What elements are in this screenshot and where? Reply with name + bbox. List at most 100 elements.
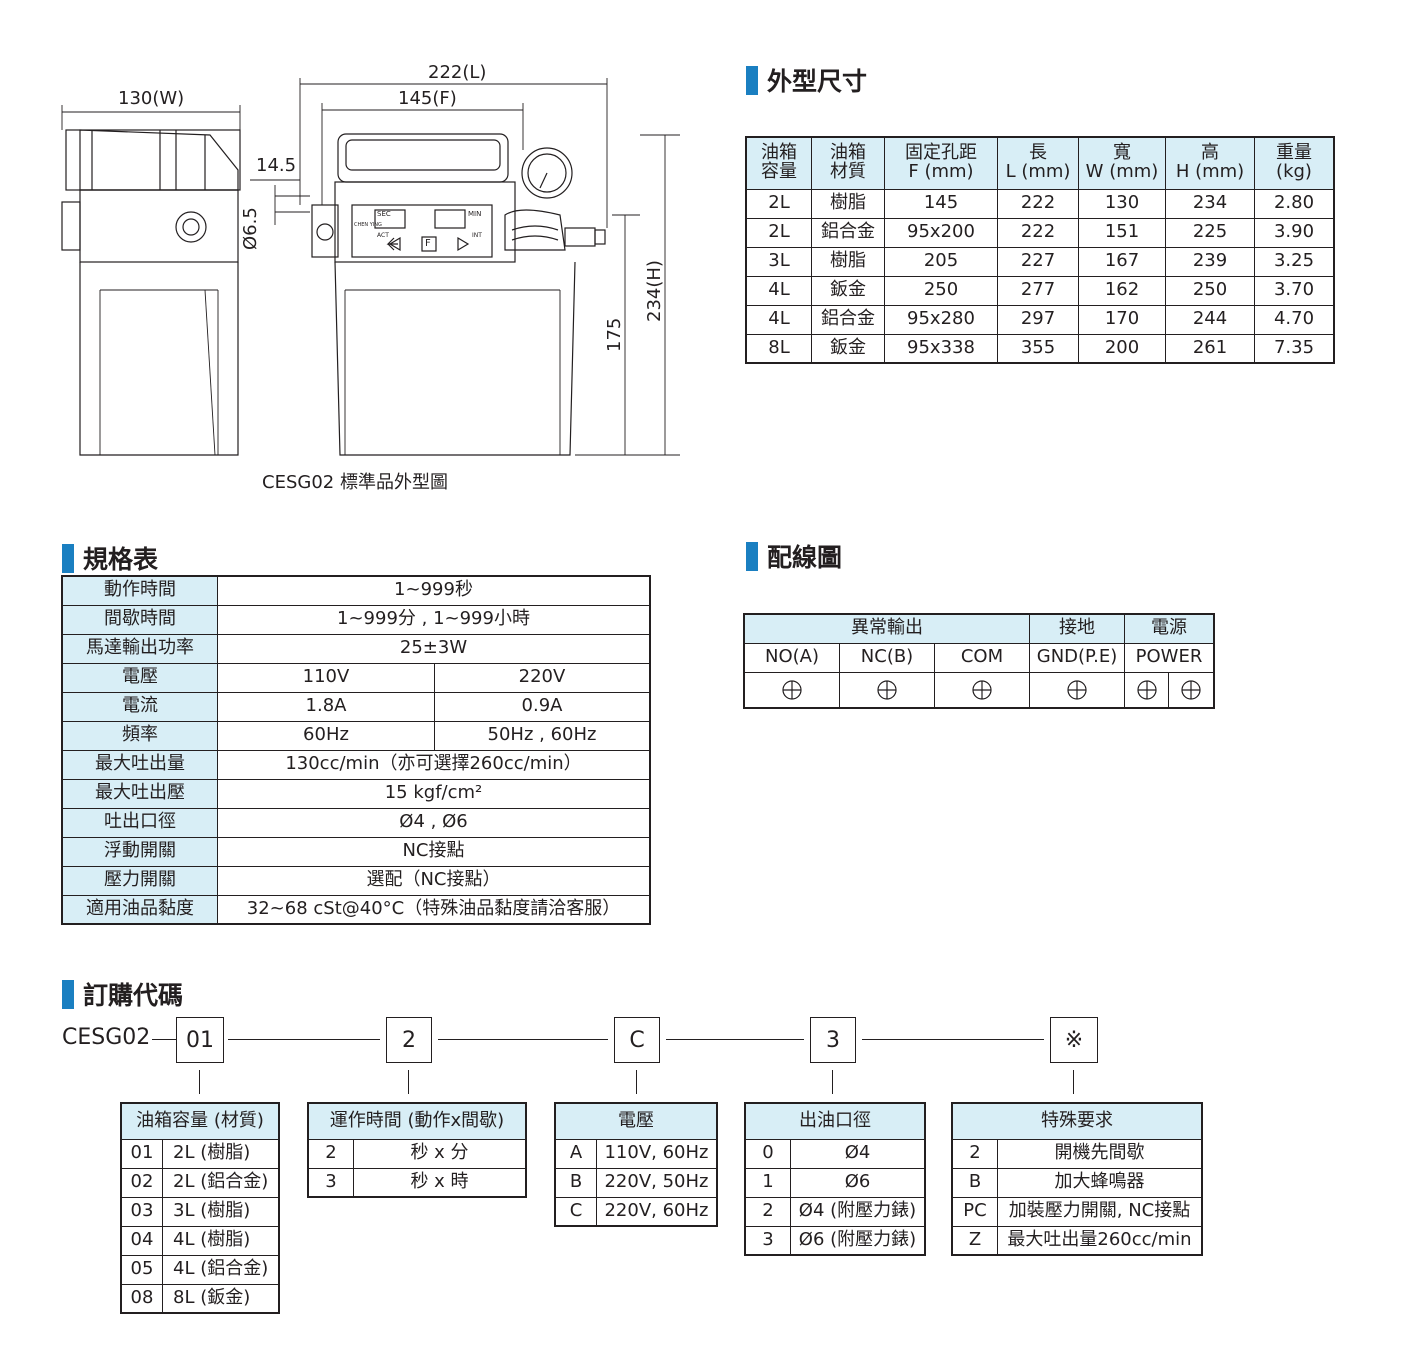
table-row: 運作時間 (動作x間歇) <box>307 1102 527 1140</box>
dim-hole-label: Ø6.5 <box>240 207 261 250</box>
dim-header: 重量(kg) <box>1254 136 1335 190</box>
order-prefix: CESG02 <box>62 1025 151 1050</box>
table-row: 油箱容量 (材質) <box>120 1102 280 1140</box>
heading-bar <box>62 979 74 1009</box>
terminal-screw-icon <box>1168 671 1215 709</box>
order-code-tank: 01 <box>176 1017 224 1063</box>
panel-act-label: ACT <box>377 232 389 239</box>
terminal-screw-icon <box>743 671 840 709</box>
specs-heading: 規格表 <box>62 540 158 576</box>
connector-tick <box>636 1070 637 1094</box>
wiring-terminal-row: NO(A) NC(B) COM GND(P.E) POWER <box>743 642 1215 673</box>
dim-header: 油箱容量 <box>745 136 812 190</box>
terminal-screw-icon <box>1029 671 1125 709</box>
order-heading: 訂購代碼 <box>62 976 183 1012</box>
panel-min-label: MIN <box>468 210 482 218</box>
product-outline-drawing <box>61 78 680 456</box>
connector-tick <box>832 1070 833 1094</box>
dim-length-label: 222(L) <box>428 62 487 83</box>
panel-int-label: INT <box>472 232 482 239</box>
connector-tick <box>199 1070 200 1094</box>
panel-f-label: F <box>425 238 431 249</box>
dimensions-heading-text: 外型尺寸 <box>767 67 868 96</box>
connector-line <box>438 1039 608 1040</box>
table-row: 壓力開關選配（NC接點） <box>61 865 651 896</box>
order-heading-text: 訂購代碼 <box>83 981 184 1010</box>
connector-line <box>228 1039 380 1040</box>
table-row: 出油口徑 <box>744 1102 926 1140</box>
drawing-caption: CESG02 標準品外型圖 <box>262 472 448 493</box>
specs-heading-text: 規格表 <box>83 545 159 574</box>
dim-height-label: 234(H) <box>644 260 665 322</box>
heading-bar <box>746 541 758 571</box>
wiring-table: 異常輸出 接地 電源 NO(A) NC(B) COM GND(P.E) POWE… <box>743 613 1215 709</box>
order-code-time: 2 <box>386 1017 432 1063</box>
terminal-screw-icon <box>934 671 1030 709</box>
side-view <box>311 133 606 456</box>
panel-sec-label: SEC <box>377 210 391 218</box>
dim-header: 油箱材質 <box>811 136 885 190</box>
wiring-group-row: 異常輸出 接地 電源 <box>743 613 1215 644</box>
order-code-voltage: C <box>614 1017 660 1063</box>
dimension-lines <box>61 78 680 456</box>
panel-brand-label: CHEN YING <box>354 222 382 228</box>
wiring-symbol-row <box>743 671 1215 709</box>
dim-14-5-label: 14.5 <box>256 155 297 176</box>
connector-line <box>666 1039 804 1040</box>
heading-bar <box>746 65 758 95</box>
connector-line <box>862 1039 1044 1040</box>
connector-tick <box>408 1070 409 1094</box>
heading-bar <box>62 543 74 573</box>
dimensions-heading: 外型尺寸 <box>746 62 867 98</box>
terminal-screw-icon <box>1123 671 1170 709</box>
order-code-port: 3 <box>810 1017 856 1063</box>
